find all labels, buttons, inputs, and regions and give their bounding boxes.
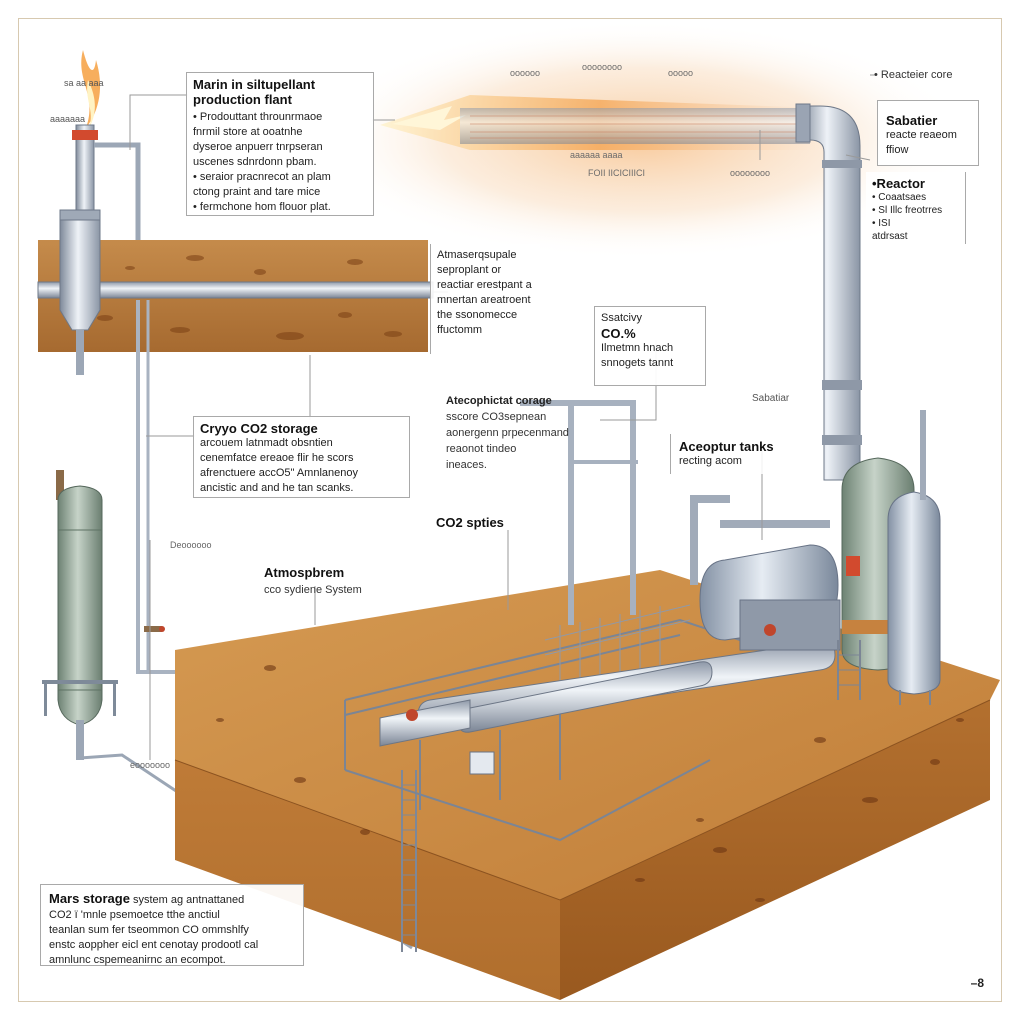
mars-line: amnlunc cspemeanirnc an ecompot.: [49, 954, 226, 966]
flare-bottom-label-3: oooooooo: [730, 168, 771, 178]
co2pct-title: CO.%: [601, 326, 636, 341]
cryo-line: cenemfatce ereaoe flir he scors: [200, 452, 354, 464]
callout-sabatier: Sabatier reacte reaeom ffiow: [877, 100, 979, 166]
layer-line: seproplant or: [437, 264, 502, 276]
reactor-line: atdrsast: [872, 231, 908, 242]
mars-title-rest: system ag antnattaned: [129, 894, 245, 906]
ground-front: [175, 650, 560, 1000]
co2pct-label: Ssatcivy: [601, 312, 642, 324]
label-sabatiar: Sabatiar: [752, 393, 790, 404]
page-frame: [18, 18, 1002, 1002]
callout-production-plant: Marin in siltupellant production flant •…: [186, 72, 374, 216]
label-co2-spties: CO2 spties: [436, 515, 504, 530]
pipe-rack-3: [379, 699, 471, 747]
atmo-storage-line: reaonot tindeo: [446, 443, 517, 455]
plant-bullet: uscenes sdnrdonn pbam.: [193, 156, 317, 168]
callout-cryo-storage: Cryyo CO2 storage arcouem latnmadt obsnt…: [193, 416, 410, 498]
sabatier-line: reacte reaeom: [886, 129, 957, 141]
flare-pipe: [460, 108, 810, 144]
cryo-line: afrenctuere accO5" Amnlanenoy: [200, 467, 358, 479]
reactor-line: • Sl Illc freotrres: [872, 205, 943, 216]
flare-bottom-label-1: aaaaaa aaaa: [570, 150, 623, 160]
layer-line: ffuctomm: [437, 324, 483, 336]
mars-title: Mars storage: [49, 891, 130, 906]
ground-side: [560, 700, 990, 1000]
layer-line: the ssonomecce: [437, 309, 518, 321]
plant-bullet: • Prodouttant throunrmaoe: [193, 111, 323, 123]
cryo-tank: [42, 470, 118, 760]
atmo-storage-line: aonergenn prpecenmand: [446, 427, 569, 439]
callout-acceptor-tanks: Aceoptur tanks recting acom: [670, 434, 820, 474]
plant-bullet: • fermchone hom flouor plat.: [193, 201, 331, 213]
label-atmosphere-sub: cco sydiene System: [264, 584, 362, 596]
callout-co2-percent: Ssatcivy CO.% Ilmetmn hnach snnogets tan…: [594, 306, 706, 386]
cryo-line: ancistic and and he tan scanks.: [200, 482, 354, 494]
atmo-storage-line: sscore CO3sepnean: [446, 411, 547, 423]
mars-line: enstc aoppher eicl ent cenotay prodootl …: [49, 939, 259, 951]
page-number: –8: [970, 976, 984, 990]
layer-line: Atmaserqsupale: [437, 249, 517, 261]
flare-top-label-3: ooooo: [668, 68, 694, 78]
label-atmosphere-title: Atmospbrem: [264, 565, 345, 580]
sabatier-title: Sabatier: [886, 113, 938, 128]
label-reactor-core: • Reacteier core: [874, 69, 953, 81]
reactor-line: • Coaatsaes: [872, 192, 927, 203]
plant-bullet: • seraior pracnrecot an plam: [193, 171, 331, 183]
sabatier-line: ffiow: [886, 144, 909, 156]
callout-mars-storage: Mars storage system ag antnattaned CO2 ï…: [40, 884, 304, 966]
atmo-storage-line: ineaces.: [446, 459, 487, 471]
callout-plant-title: Marin in siltupellant: [193, 77, 316, 92]
flare-top-label-2: oooooooo: [582, 62, 623, 72]
acceptor-sub: recting acom: [679, 455, 742, 467]
co2pct-line: Ilmetmn hnach: [601, 342, 674, 354]
mars-line: teanlan sum fer tseommon CO ommshlfy: [49, 924, 249, 936]
plant-bullet: fnrmil store at ooatnhe: [193, 126, 303, 138]
stack-label-2: ааааааа: [50, 114, 86, 124]
note-atmospheric-storage: Atecophictat corage sscore CO3sepnean ao…: [446, 393, 569, 473]
flare-bottom-label-2: FOII IICICIIICI: [588, 168, 646, 178]
reactor-line: • ISI: [872, 218, 891, 229]
layer-line: reactiar erestpant a: [437, 279, 532, 291]
plant-bullet: dyseroe anpuerr tnrpseran: [193, 141, 323, 153]
stack-label-1: sa aa aaa: [64, 78, 104, 88]
callout-layer: Atmaserqsupale seproplant or reactiar er…: [430, 244, 540, 354]
plant-bullet: ctong praint and tare mice: [193, 186, 321, 198]
reactor-title: •Reactor: [872, 176, 925, 191]
cryo-line: arcouem latnmadt obsntien: [200, 437, 333, 449]
atmo-storage-title: Atecophictat corage: [446, 395, 552, 407]
layer-line: mnertan areatroent: [437, 294, 531, 306]
acceptor-title: Aceoptur tanks: [679, 439, 774, 454]
acceptor-tank: [887, 491, 941, 695]
co2pct-line: snnogets tannt: [601, 357, 674, 369]
side-label-1: Deoooooo: [170, 540, 212, 550]
cryo-title: Cryyo CO2 storage: [200, 421, 318, 436]
side-label-2: eooooooo: [130, 760, 171, 770]
callout-reactor: •Reactor • Coaatsaes • Sl Illc freotrres…: [866, 172, 966, 244]
flare-top-label-1: oooooo: [510, 68, 541, 78]
callout-plant-subtitle: production flant: [193, 92, 292, 107]
mars-line: CO2 ï 'mnle psemoetce tthe anctiul: [49, 909, 220, 921]
mars-title-row: Mars storage system ag antnattaned: [49, 891, 295, 908]
